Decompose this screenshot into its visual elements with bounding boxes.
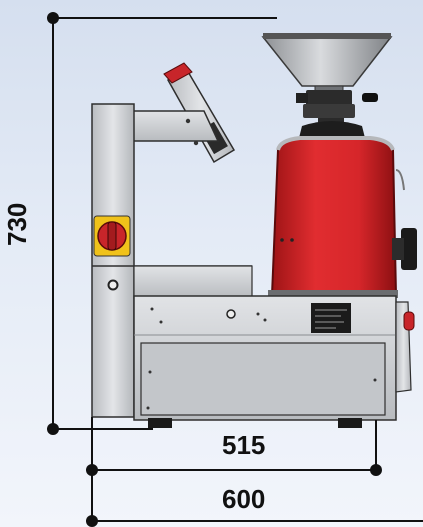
hopper-valve xyxy=(296,90,378,126)
red-drum-body xyxy=(268,136,417,298)
rotary-switch-icon[interactable] xyxy=(97,221,127,251)
middle-panel xyxy=(133,265,253,299)
nameplate xyxy=(311,303,351,333)
side-control-box xyxy=(395,301,415,393)
lower-cabinet xyxy=(133,295,397,421)
dimension-lines xyxy=(52,17,423,522)
width-dimension-label: 600 xyxy=(222,484,266,514)
height-dimension-label: 730 xyxy=(2,202,32,246)
dimension-endpoints xyxy=(47,12,382,527)
feet xyxy=(148,418,362,428)
depth-dimension-label: 515 xyxy=(222,430,266,460)
column-knob xyxy=(107,279,119,291)
hopper xyxy=(261,33,393,97)
